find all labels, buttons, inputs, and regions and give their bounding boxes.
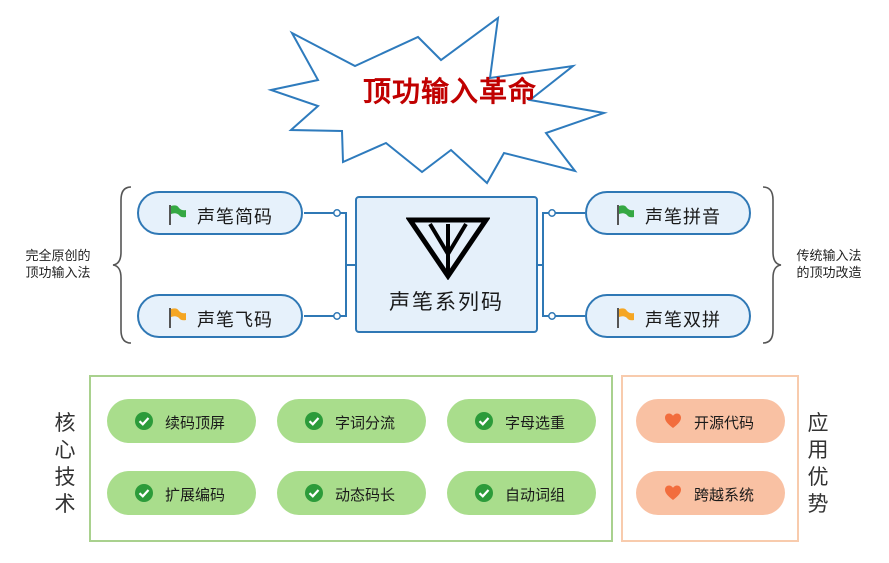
page-title: 顶功输入革命 bbox=[362, 75, 537, 108]
right-brace bbox=[762, 186, 782, 344]
branch-shengbi-feima: 声笔飞码 bbox=[137, 294, 303, 338]
tech-chip: 字词分流 bbox=[277, 399, 426, 443]
left-brace bbox=[112, 186, 132, 344]
left-side-note: 完全原创的 顶功输入法 bbox=[25, 249, 91, 281]
branch-shengbi-pinyin: 声笔拼音 bbox=[585, 191, 751, 235]
tech-chip: 字母选重 bbox=[447, 399, 596, 443]
green-flag-icon bbox=[617, 205, 634, 225]
core-tech-heading: 核 心 技 术 bbox=[54, 411, 76, 516]
advantage-chip: 跨越系统 bbox=[636, 471, 785, 515]
branch-label: 声笔双拼 bbox=[645, 310, 721, 331]
check-circle-icon bbox=[135, 484, 153, 502]
heart-icon bbox=[665, 485, 681, 500]
orange-flag-icon bbox=[169, 308, 186, 328]
tech-chip: 自动词组 bbox=[447, 471, 596, 515]
advantages-heading: 应 用 优 势 bbox=[807, 411, 829, 516]
advantage-chip: 开源代码 bbox=[636, 399, 785, 443]
tech-chip: 续码顶屏 bbox=[107, 399, 256, 443]
green-flag-icon bbox=[169, 205, 186, 225]
branch-label: 声笔飞码 bbox=[197, 310, 273, 331]
check-circle-icon bbox=[305, 484, 323, 502]
branch-shengbi-jianma: 声笔简码 bbox=[137, 191, 303, 235]
check-circle-icon bbox=[135, 412, 153, 430]
tech-chip: 扩展编码 bbox=[107, 471, 256, 515]
branch-shengbi-shuangpin: 声笔双拼 bbox=[585, 294, 751, 338]
center-label: 声笔系列码 bbox=[389, 290, 504, 314]
right-side-note: 传统输入法 的顶功改造 bbox=[796, 249, 862, 281]
tech-chip: 动态码长 bbox=[277, 471, 426, 515]
branch-label: 声笔拼音 bbox=[645, 207, 721, 228]
check-circle-icon bbox=[475, 412, 493, 430]
heart-icon bbox=[665, 413, 681, 428]
logo-icon bbox=[406, 217, 490, 280]
center-node: 声笔系列码 bbox=[355, 196, 538, 333]
check-circle-icon bbox=[305, 412, 323, 430]
orange-flag-icon bbox=[617, 308, 634, 328]
check-circle-icon bbox=[475, 484, 493, 502]
branch-label: 声笔简码 bbox=[197, 207, 273, 228]
